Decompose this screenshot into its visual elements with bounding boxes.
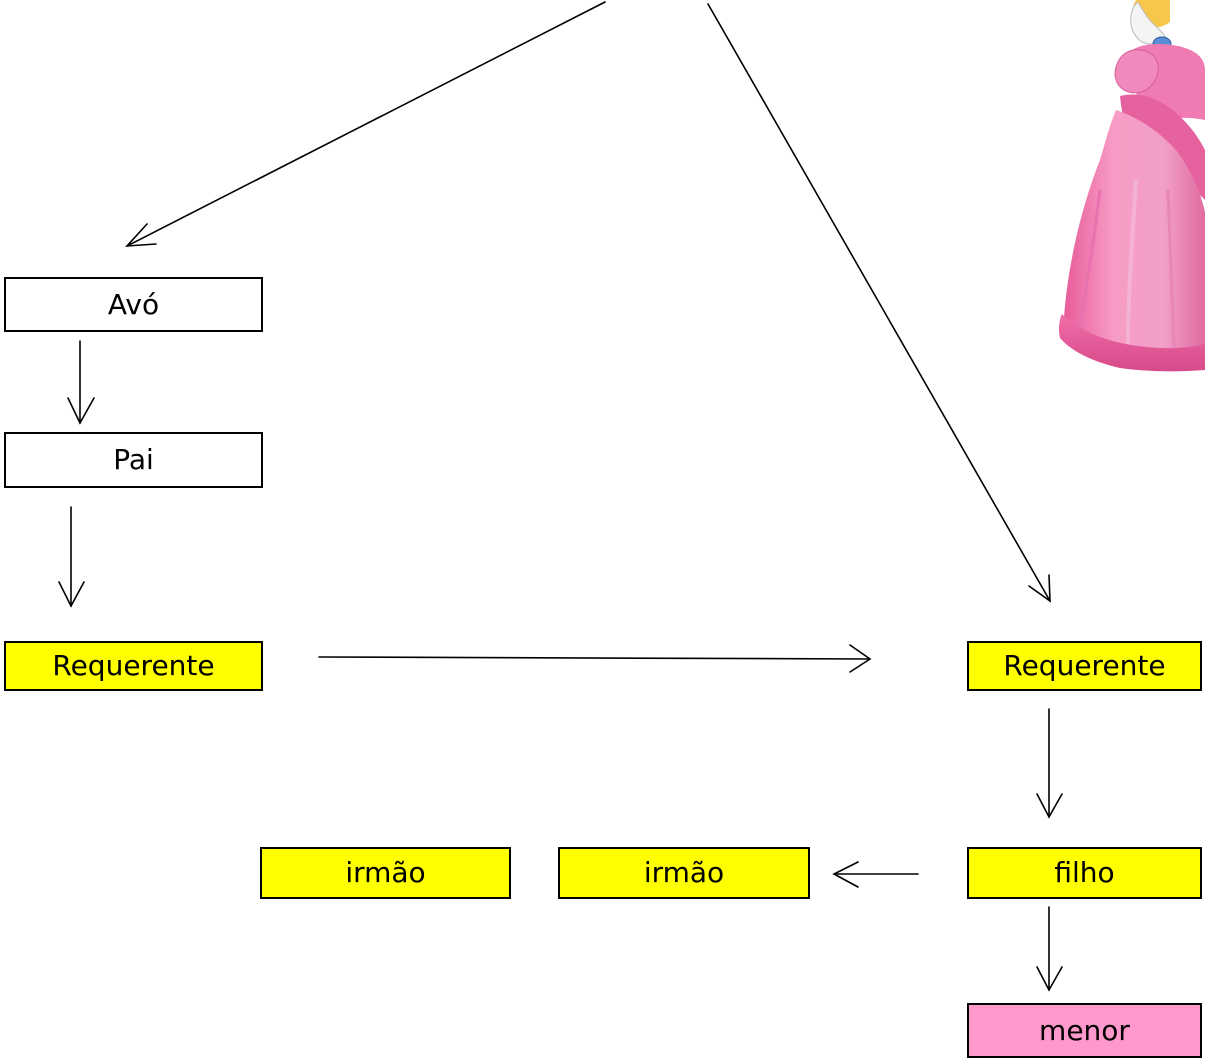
node-requerente-left: Requerente — [4, 641, 263, 691]
node-pai: Pai — [4, 432, 263, 488]
node-irmao-1-label: irmão — [345, 856, 426, 889]
node-requerente-right: Requerente — [967, 641, 1202, 691]
node-irmao-1: irmão — [260, 847, 511, 899]
arrow-filho-to-menor — [1036, 906, 1063, 992]
arrow-top-to-avo — [125, 1, 606, 247]
node-filho-label: filho — [1054, 856, 1115, 889]
node-requerente-right-label: Requerente — [1003, 649, 1166, 682]
arrow-requerente-to-filho — [1036, 708, 1063, 819]
node-menor: menor — [967, 1003, 1202, 1058]
node-avo-label: Avó — [107, 287, 160, 321]
node-irmao-2-label: irmão — [643, 856, 725, 889]
arrow-top-to-requerente-right — [707, 3, 1051, 603]
arrow-requerente-left-to-right — [318, 644, 872, 673]
arrow-filho-to-irmao — [832, 861, 919, 888]
arrow-avo-to-pai — [67, 340, 95, 425]
arrow-pai-to-requerente-left — [58, 506, 85, 608]
node-menor-label: menor — [1039, 1013, 1130, 1047]
node-irmao-2: irmão — [558, 847, 810, 899]
node-pai-label: Pai — [113, 443, 154, 476]
node-avo: Avó — [4, 277, 263, 332]
node-filho: filho — [967, 847, 1202, 899]
node-requerente-left-label: Requerente — [52, 649, 215, 682]
princess-character-illustration — [1058, 0, 1205, 372]
